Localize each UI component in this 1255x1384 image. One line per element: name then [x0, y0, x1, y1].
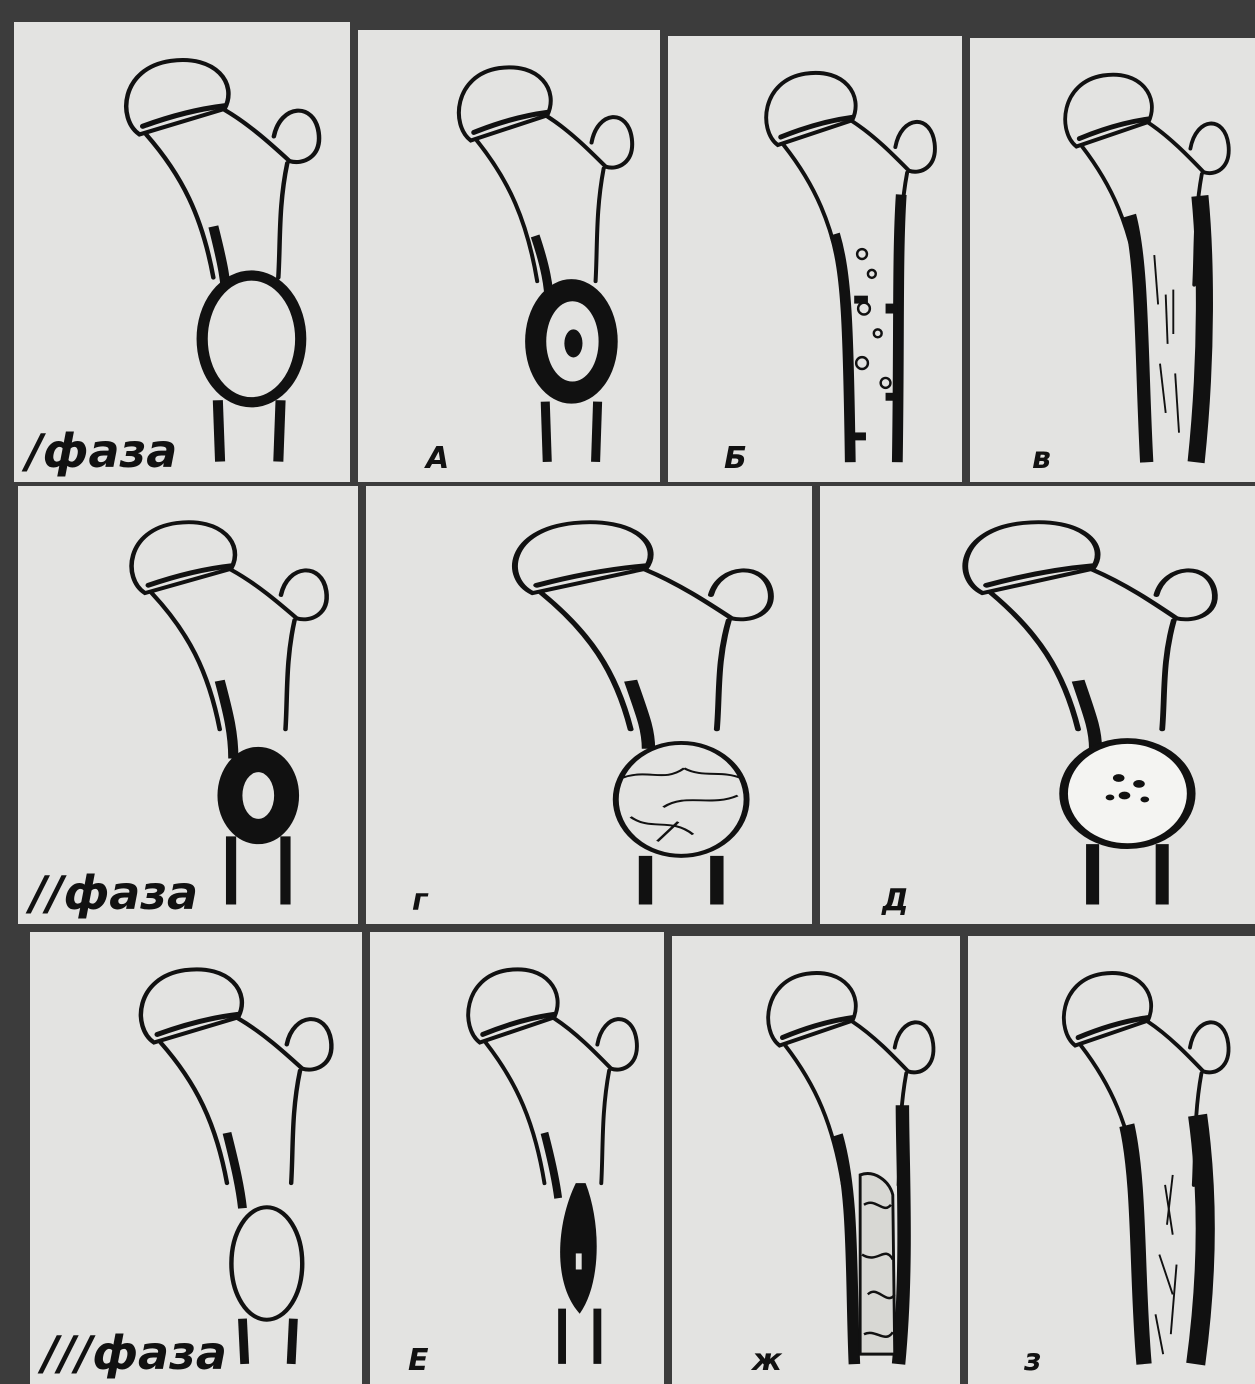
panel-label: з [1024, 1346, 1041, 1376]
panel-zh: ж [672, 936, 960, 1384]
panel-label: /фаза [26, 428, 177, 474]
panel-label: г [412, 886, 428, 916]
panel-label: Д [882, 886, 909, 916]
femur-drawing-phase-1 [14, 22, 350, 482]
panel-label: в [1032, 444, 1051, 474]
femur-drawing-g [366, 486, 812, 924]
femur-drawing-b [668, 36, 962, 482]
femur-drawing-zh [672, 936, 960, 1384]
panel-label: //фаза [30, 870, 198, 916]
panel-v: в [970, 38, 1255, 482]
femur-drawing-d [820, 486, 1255, 924]
panel-label: Б [724, 444, 747, 474]
panel-a: А [358, 30, 660, 482]
femur-drawing-a [358, 30, 660, 482]
panel-b: Б [668, 36, 962, 482]
panel-label: А [426, 444, 449, 474]
femur-drawing-phase-3 [30, 932, 362, 1384]
panel-label: ///фаза [42, 1330, 227, 1376]
femur-drawing-z [968, 936, 1255, 1384]
panel-z: з [968, 936, 1255, 1384]
panel-phase-3: ///фаза [30, 932, 362, 1384]
femur-drawing-e [370, 932, 664, 1384]
femur-drawing-v [970, 38, 1255, 482]
panel-d: Д [820, 486, 1255, 924]
panel-phase-2: //фаза [18, 486, 358, 924]
panel-e: Е [370, 932, 664, 1384]
femur-drawing-phase-2 [18, 486, 358, 924]
panel-label: ж [752, 1346, 782, 1376]
panel-label: Е [408, 1346, 429, 1376]
panel-g: г [366, 486, 812, 924]
panel-phase-1: /фаза [14, 22, 350, 482]
